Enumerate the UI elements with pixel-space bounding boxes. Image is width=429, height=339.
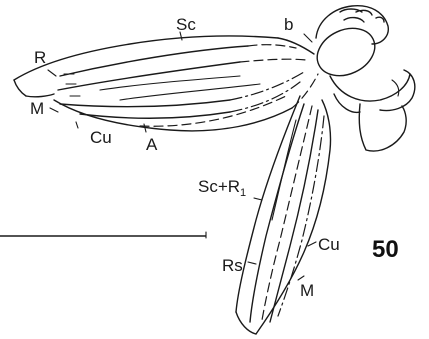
label-sc-r1-subscript: 1	[240, 187, 246, 199]
label-sc: Sc	[176, 15, 196, 34]
label-sc-r1-main: Sc+R	[198, 177, 240, 196]
hindwing-drawing	[236, 96, 331, 334]
label-rs: Rs	[222, 256, 243, 275]
label-b: b	[284, 15, 293, 34]
label-a: A	[146, 135, 158, 154]
insect-head-drawing	[310, 6, 415, 151]
label-sc-r1: Sc+R1	[198, 177, 246, 199]
forewing-drawing	[14, 32, 318, 132]
label-r: R	[34, 48, 46, 67]
figure-number: 50	[372, 236, 399, 263]
label-cu-forewing: Cu	[90, 128, 112, 147]
label-cu-hindwing: Cu	[318, 235, 340, 254]
label-m-forewing: M	[30, 99, 44, 118]
label-m-hindwing: M	[300, 281, 314, 300]
